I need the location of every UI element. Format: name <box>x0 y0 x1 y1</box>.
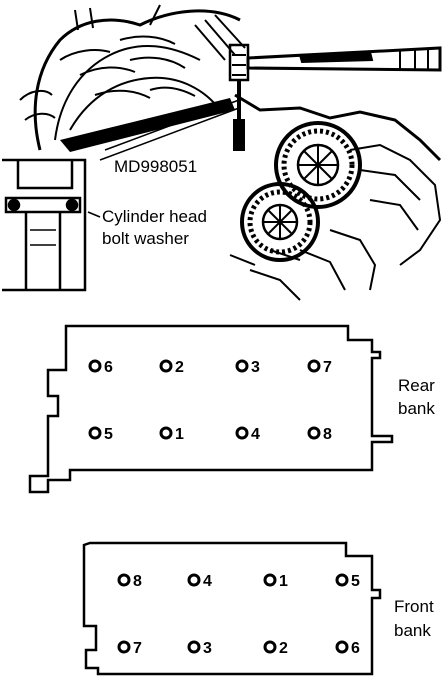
bolt-number-label: 3 <box>251 359 260 376</box>
bolt-number-label: 4 <box>203 573 212 590</box>
bolt-hole-marker <box>88 426 102 440</box>
bolt-hole-marker <box>159 426 173 440</box>
bolt-hole-marker <box>187 573 201 587</box>
bolt-hole-marker <box>235 359 249 373</box>
engine-illustration <box>19 4 442 301</box>
tool-label: MD998051 <box>114 157 197 176</box>
bolt-hole-marker <box>307 359 321 373</box>
bolt-hole-marker <box>187 640 201 654</box>
bolt-hole-marker <box>263 573 277 587</box>
bolt-number-label: 2 <box>175 359 184 376</box>
bolt-hole-marker <box>263 640 277 654</box>
rear-bank-label-line2: bank <box>398 399 435 418</box>
bolt-number-label: 7 <box>323 359 332 376</box>
bolt-number-label: 5 <box>104 426 113 443</box>
bolt-number-label: 8 <box>323 426 332 443</box>
bolt-number-label: 2 <box>279 640 288 657</box>
rear-bank-label-line1: Rear <box>398 376 435 395</box>
bolt-hole-marker <box>307 426 321 440</box>
bolt-number-label: 8 <box>133 573 142 590</box>
washer-leader-line <box>87 211 101 218</box>
rear-bank-bottom-row: 5 1 4 8 <box>88 426 332 443</box>
washer-label-line2: bolt washer <box>102 229 189 248</box>
bolt-hole-marker <box>117 573 131 587</box>
bolt-number-label: 1 <box>175 426 184 443</box>
front-bank-label-line1: Front <box>394 597 434 616</box>
bolt-number-label: 4 <box>251 426 260 443</box>
bolt-number-label: 6 <box>351 640 360 657</box>
front-bank-top-row: 8 4 1 5 <box>117 573 360 590</box>
bolt-number-label: 5 <box>351 573 360 590</box>
bolt-hole-marker <box>335 573 349 587</box>
rear-bank-head-outline <box>28 324 394 494</box>
front-bank-label-line2: bank <box>394 621 431 640</box>
bolt-number-label: 6 <box>104 359 113 376</box>
front-bank-bottom-row: 7 3 2 6 <box>117 640 360 657</box>
bolt-hole-marker <box>335 640 349 654</box>
bolt-number-label: 1 <box>279 573 288 590</box>
bolt-hole-marker <box>235 426 249 440</box>
bolt-number-label: 3 <box>203 640 212 657</box>
bolt-hole-marker <box>117 640 131 654</box>
rear-bank-top-row: 6 2 3 7 <box>88 359 332 376</box>
bolt-number-label: 7 <box>133 640 142 657</box>
bolt-hole-marker <box>159 359 173 373</box>
bolt-hole-marker <box>88 359 102 373</box>
washer-label-line1: Cylinder head <box>102 207 207 226</box>
washer-inset-illustration <box>2 158 87 292</box>
front-bank-head-outline <box>82 541 382 676</box>
